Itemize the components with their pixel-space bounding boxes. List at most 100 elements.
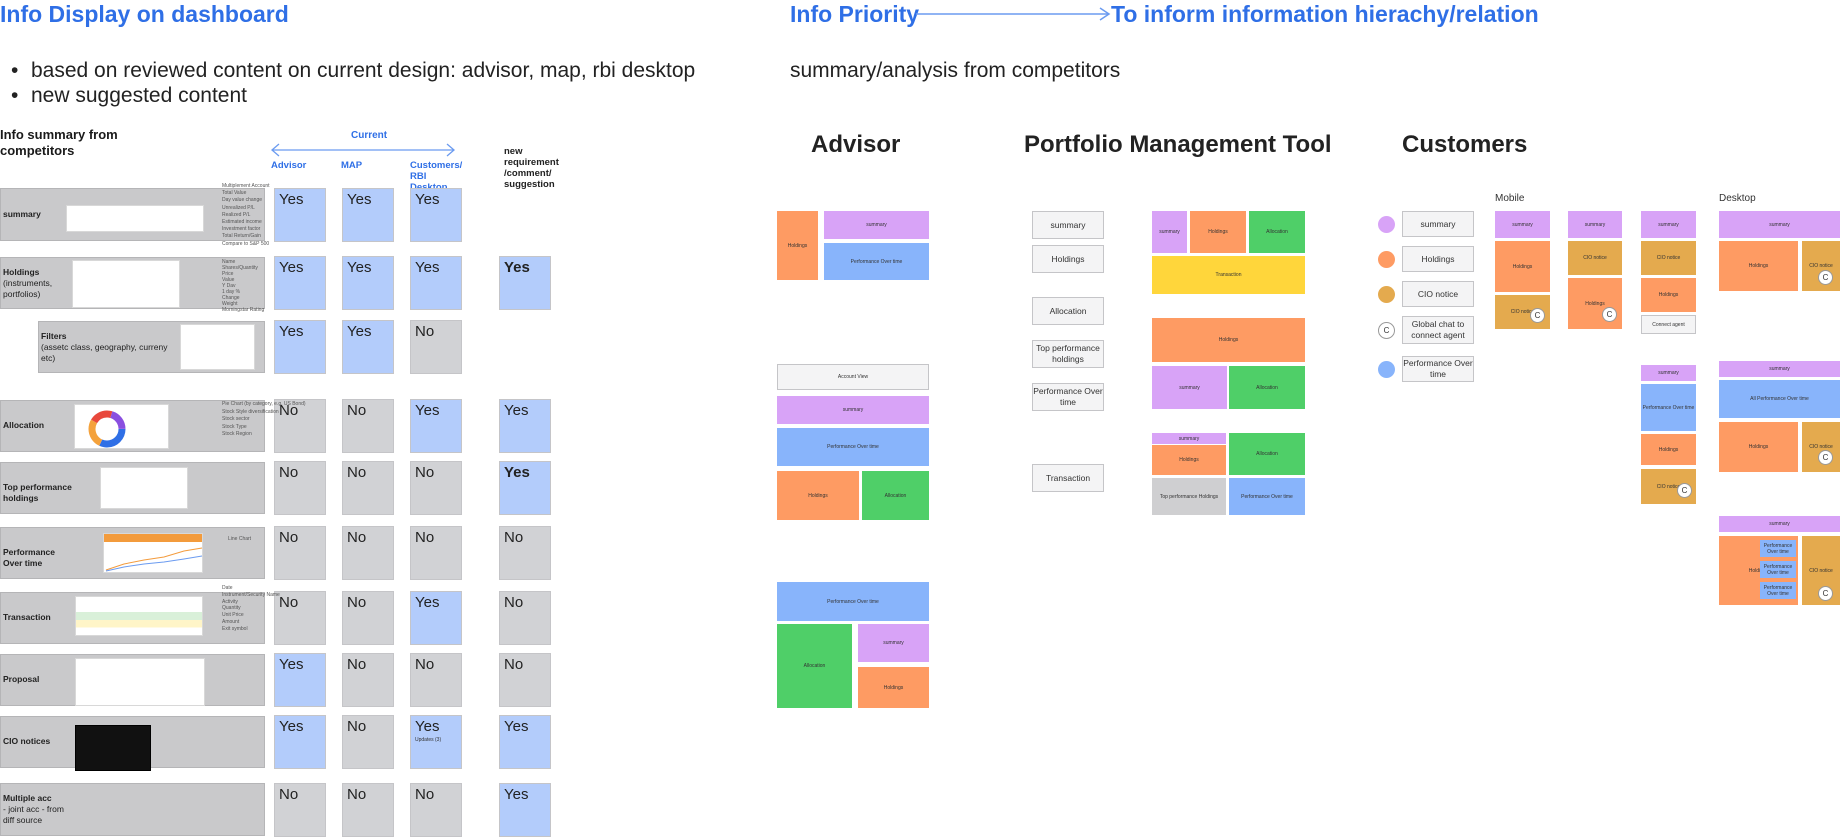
row-label-text: Transaction <box>3 612 51 622</box>
cell-map: No <box>342 715 394 769</box>
cell-map: No <box>342 782 394 837</box>
row-label-text: Multiple acc <box>3 793 52 803</box>
cell-value: Yes <box>279 718 304 735</box>
field-note: Y Dav <box>222 283 236 289</box>
mobile4-holdings: Holdings <box>1641 434 1696 465</box>
current-label: Current <box>351 130 388 141</box>
row-label: Proposal <box>3 674 75 685</box>
cell-value: No <box>415 464 435 481</box>
field-note: Unrealized P/L <box>222 204 255 211</box>
row-label: Performance Over time <box>3 547 75 569</box>
row-label: Multiple acc- joint acc - from diff sour… <box>3 793 75 826</box>
cell-advisor: Yes <box>274 653 326 707</box>
row-label-text: Performance Over time <box>3 547 55 568</box>
advisor-summary-block-3: summary <box>858 624 929 662</box>
customers-title: Customers <box>1402 131 1528 158</box>
cell-value: No <box>504 594 524 611</box>
field-note: Estimated income <box>222 219 262 225</box>
cell-value: Yes <box>504 718 529 735</box>
competitor-subtitle: summary/analysis from competitors <box>790 59 1121 82</box>
field-note: Date <box>222 585 233 591</box>
desktop3-summary: summary <box>1719 516 1840 532</box>
chat-c-icon[interactable]: C <box>1530 308 1545 323</box>
arrow-right-icon <box>916 7 1111 21</box>
col-advisor: Advisor <box>271 160 307 171</box>
field-note: Multiplement Account <box>222 183 270 189</box>
row-label: Transaction <box>3 612 75 623</box>
cell-new: Yes <box>499 782 551 837</box>
mobile4-summary: summary <box>1641 365 1696 381</box>
legend-item: Performance Over time <box>1402 356 1474 382</box>
row-label: CIO notices <box>3 736 75 747</box>
cell-value: Yes <box>279 190 304 208</box>
cell-new: No <box>499 653 551 707</box>
pmt-list-item: Top performance holdings <box>1032 340 1104 368</box>
legend-item: CIO notice <box>1402 281 1474 307</box>
desktop1-summary: summary <box>1719 211 1840 238</box>
chat-c-icon[interactable]: C <box>1818 586 1833 601</box>
cell-advisor: Yes <box>274 320 326 374</box>
cell-value: No <box>347 402 367 419</box>
field-note: Stock Style diversification <box>222 408 279 415</box>
screenshot-thumbnail <box>72 260 180 308</box>
pmt-summary-block-3: summary <box>1152 433 1226 444</box>
screenshot-thumbnail <box>180 324 255 370</box>
desktop-label: Desktop <box>1719 193 1756 204</box>
cell-advisor: Yes <box>274 187 326 242</box>
cell-map: No <box>342 461 394 515</box>
cell-new: Yes <box>499 715 551 769</box>
field-note: Stock Region <box>222 431 252 437</box>
cell-value: No <box>415 785 435 803</box>
mobile4-perf: Performance Over time <box>1641 384 1696 431</box>
row-label-text: Top performance holdings <box>3 482 72 503</box>
pmt-perf-block: Performance Over time <box>1229 478 1305 515</box>
pmt-list-item: summary <box>1032 211 1104 239</box>
field-note: 1 day % <box>222 289 241 295</box>
cell-value: No <box>347 594 367 611</box>
cell-value: Yes <box>347 190 372 208</box>
chat-c-icon[interactable]: C <box>1818 450 1833 465</box>
col-map: MAP <box>341 160 363 171</box>
cell-map: Yes <box>342 187 394 242</box>
advisor-summary-block-2: summary <box>777 396 929 424</box>
pmt-list-item: Performance Over time <box>1032 383 1104 411</box>
chat-c-icon[interactable]: C <box>1602 307 1617 322</box>
pmt-top-perf-block: Top performance Holdings <box>1152 478 1226 515</box>
pmt-holdings-block-3: Holdings <box>1152 445 1226 475</box>
cell-value: No <box>279 594 299 611</box>
screenshot-thumbnail <box>74 404 169 449</box>
field-note: Quantity <box>222 605 241 612</box>
mobile3-connect-agent: Connect agent <box>1641 315 1696 334</box>
row-label-text: Allocation <box>3 420 45 430</box>
desktop3-perf-3: Performance Over time <box>1760 582 1796 599</box>
row-label: Top performance holdings <box>3 482 75 504</box>
row-label-text: Proposal <box>3 674 40 684</box>
cell-value: No <box>415 323 435 340</box>
screenshot-thumbnail <box>103 533 203 573</box>
row-label-text: Filters <box>41 331 67 341</box>
cell-advisor: No <box>274 591 326 645</box>
screenshot-thumbnail <box>75 658 205 706</box>
row-sublabel: (instruments, portfolios) <box>3 278 53 299</box>
chat-c-icon[interactable]: C <box>1818 270 1833 285</box>
cell-customers: Yes <box>410 591 462 645</box>
advisor-holdings-block-2: Holdings <box>777 471 859 520</box>
pmt-holdings-block-2: Holdings <box>1152 318 1305 362</box>
advisor-account-view-block: Account View <box>777 364 929 390</box>
cell-value: Yes <box>347 323 372 340</box>
chat-c-icon[interactable]: C <box>1677 483 1692 498</box>
field-note: Total Return/Gain <box>222 233 261 240</box>
advisor-title: Advisor <box>811 131 901 158</box>
row-sublabel: (assetc class, geography, curreny etc) <box>41 342 168 363</box>
advisor-perf-block-2: Performance Over time <box>777 428 929 466</box>
cell-map: Yes <box>342 256 394 310</box>
cell-value: Yes <box>347 259 372 276</box>
chat-c-icon: C <box>1378 322 1395 339</box>
cell-value: Yes <box>279 259 304 276</box>
row-label: Holdings(instruments, portfolios) <box>3 267 75 300</box>
mobile2-cio: CIO notice <box>1568 241 1622 275</box>
field-note: Pie Chart (by category, e.g. US Bond) <box>222 401 306 407</box>
cell-customers: Yes <box>410 256 462 310</box>
advisor-holdings-block-3: Holdings <box>858 667 929 708</box>
pmt-list-item: Allocation <box>1032 297 1104 325</box>
